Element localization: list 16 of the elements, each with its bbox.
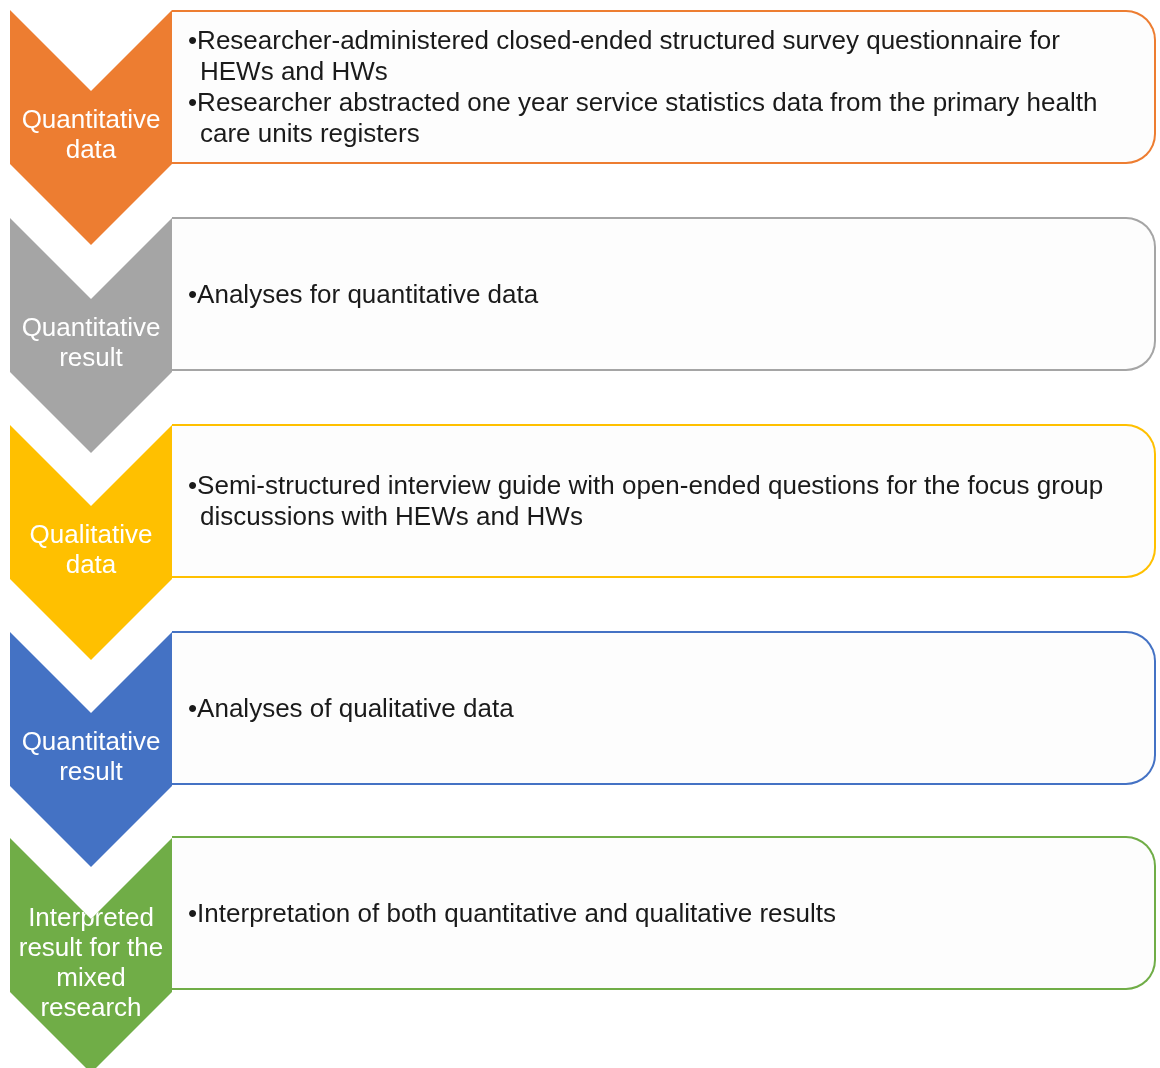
stage-label: Quantitative data xyxy=(20,102,162,164)
bullet-text: •Analyses of qualitative data xyxy=(188,692,515,724)
bullet-text: •Semi-structured interview guide with open-ended questions for the focus group discussions with HEWs and HWs xyxy=(188,470,1105,532)
bullet-text: •Researcher abstracted one year service statistics data from the primary health care units registers xyxy=(188,87,1099,149)
stage-label: Qualitative data xyxy=(28,517,154,579)
stage-label: Quantitative result xyxy=(20,724,162,786)
stage-label: Quantitative result xyxy=(20,310,162,372)
chevron-shape xyxy=(10,838,172,1068)
content-box xyxy=(172,217,1156,371)
bullet-text: •Researcher-administered closed-ended structured survey questionnaire for HEWs and HWs xyxy=(188,25,1061,87)
content-box xyxy=(172,631,1156,785)
bullet-text: •Interpretation of both quantitative and qualitative results xyxy=(188,897,837,929)
bullet-text: •Analyses for quantitative data xyxy=(188,278,540,310)
content-box xyxy=(172,424,1156,578)
content-box xyxy=(172,10,1156,164)
content-box xyxy=(172,836,1156,990)
